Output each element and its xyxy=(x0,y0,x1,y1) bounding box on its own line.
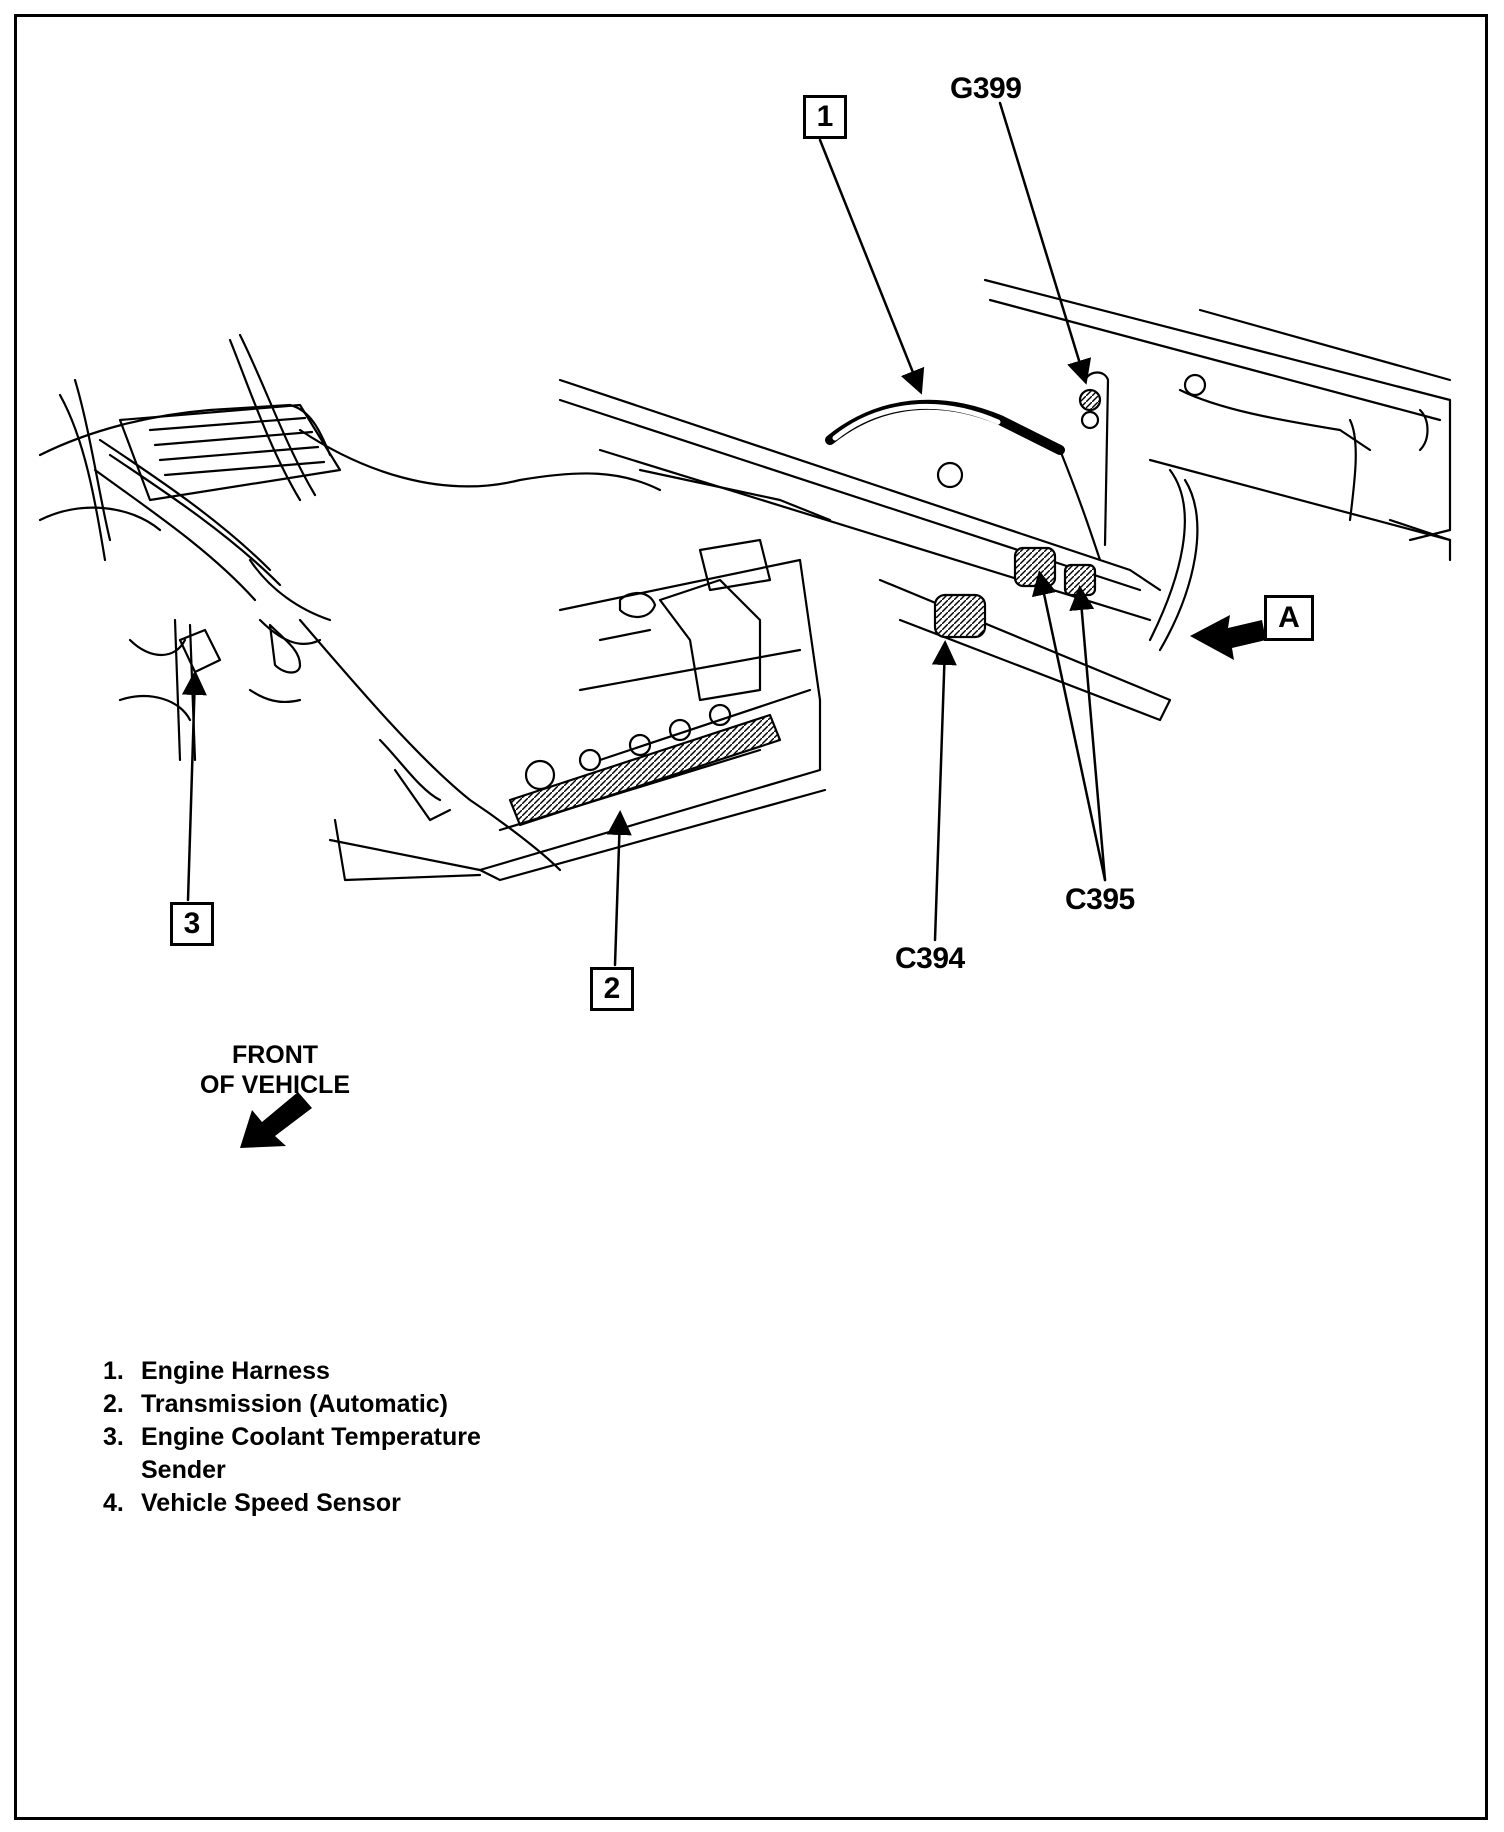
view-label-a: A xyxy=(1264,595,1314,641)
leader-c394 xyxy=(931,640,957,942)
legend-number: 4. xyxy=(103,1489,124,1517)
callout-3: 3 xyxy=(170,902,214,946)
engine-harness-hose xyxy=(825,388,1372,652)
front-of-vehicle-label: FRONT OF VEHICLE xyxy=(185,1040,365,1100)
legend-number: 3. xyxy=(103,1423,124,1451)
legend-item: 4. Vehicle Speed Sensor xyxy=(103,1487,541,1520)
transmission-body xyxy=(298,428,827,882)
callout-2: 2 xyxy=(590,967,634,1011)
engine-wiring xyxy=(93,438,332,674)
front-label-line2: OF VEHICLE xyxy=(199,1071,350,1099)
leader-2 xyxy=(606,810,632,967)
connector-c394 xyxy=(933,593,987,639)
engine-block xyxy=(38,333,342,762)
legend-text: Transmission (Automatic) xyxy=(141,1390,448,1418)
connector-label-c395: C395 xyxy=(1065,883,1135,916)
legend-item: 3. Engine Coolant Temperature Sender xyxy=(103,1421,541,1487)
connector-label-g399: G399 xyxy=(950,72,1022,105)
leader-1 xyxy=(818,138,925,395)
front-label-line1: FRONT xyxy=(231,1041,319,1069)
connector-label-c394: C394 xyxy=(895,942,965,975)
leader-c395-a xyxy=(1031,570,1107,882)
leader-c395-b xyxy=(1069,585,1107,882)
legend-item: 1. Engine Harness xyxy=(103,1355,541,1388)
connector-c395-a xyxy=(1013,546,1057,588)
callout-1: 1 xyxy=(803,95,847,139)
legend-text: Vehicle Speed Sensor xyxy=(141,1489,401,1517)
legend-text: Engine Coolant Temperature Sender xyxy=(141,1423,481,1484)
legend-text: Engine Harness xyxy=(141,1357,330,1385)
view-a-arrow-icon xyxy=(1190,615,1266,660)
frame-crossmember xyxy=(558,278,1452,722)
legend-item: 2. Transmission (Automatic) xyxy=(103,1388,541,1421)
legend-number: 2. xyxy=(103,1390,124,1418)
front-direction-arrow-icon xyxy=(240,1092,312,1148)
legend-list: 1. Engine Harness 2. Transmission (Automat… xyxy=(103,1355,541,1520)
transmission-harness-hatched xyxy=(508,713,782,827)
diagram-frame xyxy=(14,14,1488,1820)
leader-3 xyxy=(181,670,207,902)
leader-g399 xyxy=(998,101,1092,385)
legend-number: 1. xyxy=(103,1357,124,1385)
